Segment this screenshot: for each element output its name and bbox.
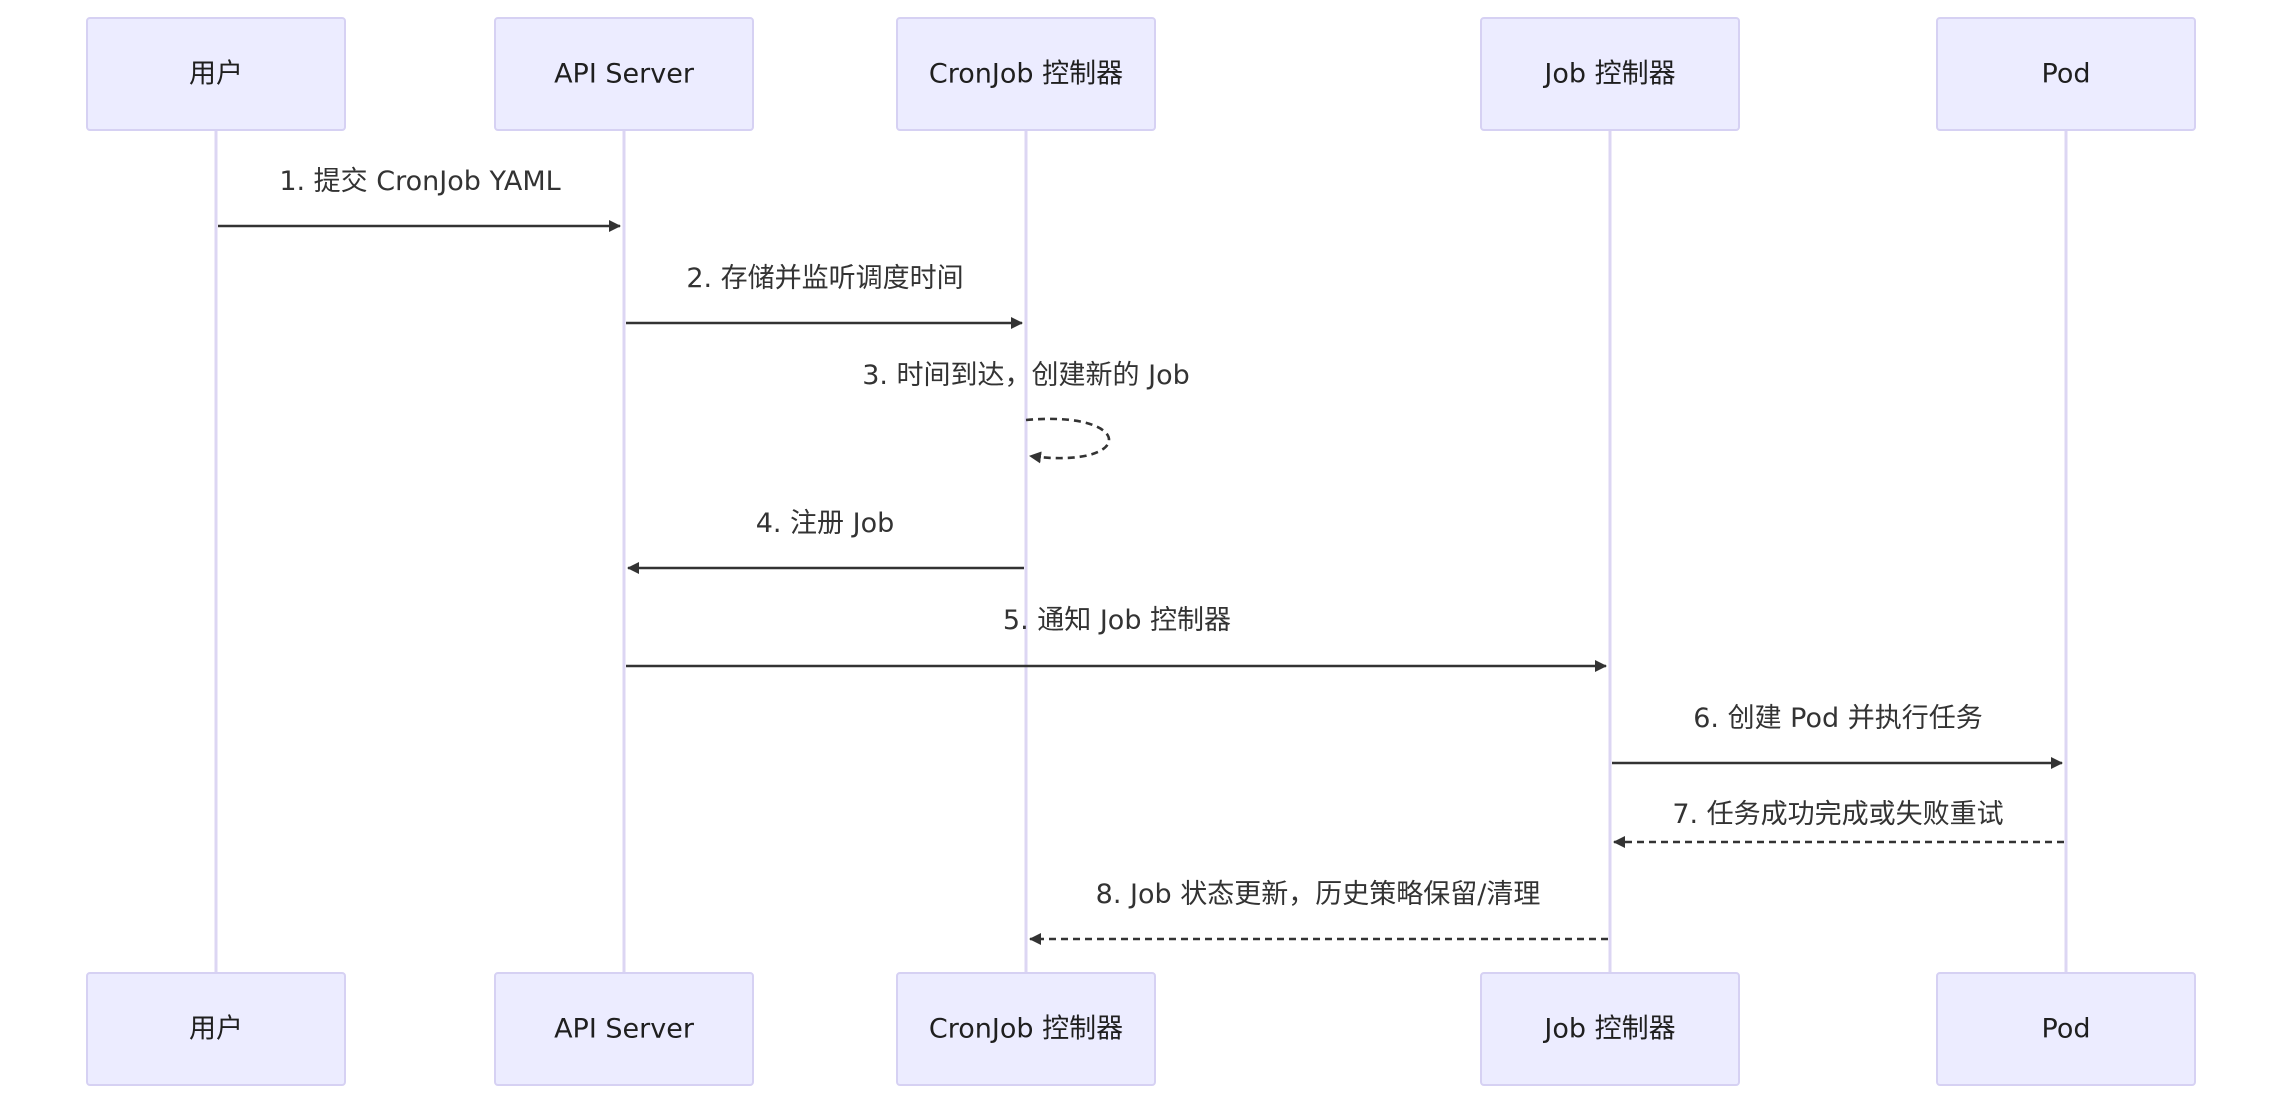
participant-api-top: API Server <box>494 17 754 131</box>
message-7: 7. 任务成功完成或失败重试 <box>1613 799 2064 848</box>
participant-box <box>1480 972 1740 1086</box>
participant-label: Pod <box>2042 59 2091 90</box>
participant-label: API Server <box>554 1014 695 1045</box>
message-label: 4. 注册 Job <box>756 508 895 539</box>
message-3: 3. 时间到达，创建新的 Job <box>862 360 1190 464</box>
message-label: 2. 存储并监听调度时间 <box>686 263 963 294</box>
messages: 1. 提交 CronJob YAML 2. 存储并监听调度时间 3. 时间到达，创建… <box>218 166 2064 945</box>
participant-pod-top: Pod <box>1936 17 2196 131</box>
participant-label: 用户 <box>189 1014 243 1045</box>
participant-cron-bottom: CronJob 控制器 <box>896 972 1156 1086</box>
message-label: 1. 提交 CronJob YAML <box>279 166 560 197</box>
participant-label: Job 控制器 <box>1542 1014 1675 1045</box>
message-label: 3. 时间到达，创建新的 Job <box>862 360 1190 391</box>
participant-box <box>896 972 1156 1086</box>
participant-label: CronJob 控制器 <box>929 59 1123 90</box>
message-label: 7. 任务成功完成或失败重试 <box>1672 799 2003 830</box>
participant-box <box>896 17 1156 131</box>
participant-label: 用户 <box>189 59 243 90</box>
participant-box <box>1936 17 2196 131</box>
message-label: 6. 创建 Pod 并执行任务 <box>1693 703 1983 734</box>
participant-pod-bottom: Pod <box>1936 972 2196 1086</box>
message-6: 6. 创建 Pod 并执行任务 <box>1612 703 2063 769</box>
message-5: 5. 通知 Job 控制器 <box>626 605 1607 672</box>
message-8: 8. Job 状态更新，历史策略保留/清理 <box>1029 879 1608 945</box>
participant-label: API Server <box>554 59 695 90</box>
message-1: 1. 提交 CronJob YAML <box>218 166 621 232</box>
participant-api-bottom: API Server <box>494 972 754 1086</box>
participant-job-bottom: Job 控制器 <box>1480 972 1740 1086</box>
participant-user-bottom: 用户 <box>86 972 346 1086</box>
message-4: 4. 注册 Job <box>627 508 1024 574</box>
participant-cron-top: CronJob 控制器 <box>896 17 1156 131</box>
message-2: 2. 存储并监听调度时间 <box>626 263 1023 329</box>
participant-box <box>494 17 754 131</box>
participants-bottom: 用户 API Server CronJob 控制器 Job 控制器 Pod <box>86 972 2196 1086</box>
participant-box <box>494 972 754 1086</box>
participant-job-top: Job 控制器 <box>1480 17 1740 131</box>
participant-label: CronJob 控制器 <box>929 1014 1123 1045</box>
participant-box <box>86 972 346 1086</box>
message-label: 5. 通知 Job 控制器 <box>1003 605 1231 636</box>
participant-box <box>1480 17 1740 131</box>
message-arrow <box>1025 417 1111 464</box>
participant-box <box>1936 972 2196 1086</box>
message-label: 8. Job 状态更新，历史策略保留/清理 <box>1096 879 1541 910</box>
participant-label: Pod <box>2042 1014 2091 1045</box>
lifelines <box>214 130 2068 973</box>
participant-label: Job 控制器 <box>1542 59 1675 90</box>
participant-user-top: 用户 <box>86 17 346 131</box>
participants-top: 用户 API Server CronJob 控制器 Job 控制器 Pod <box>86 17 2196 131</box>
participant-box <box>86 17 346 131</box>
